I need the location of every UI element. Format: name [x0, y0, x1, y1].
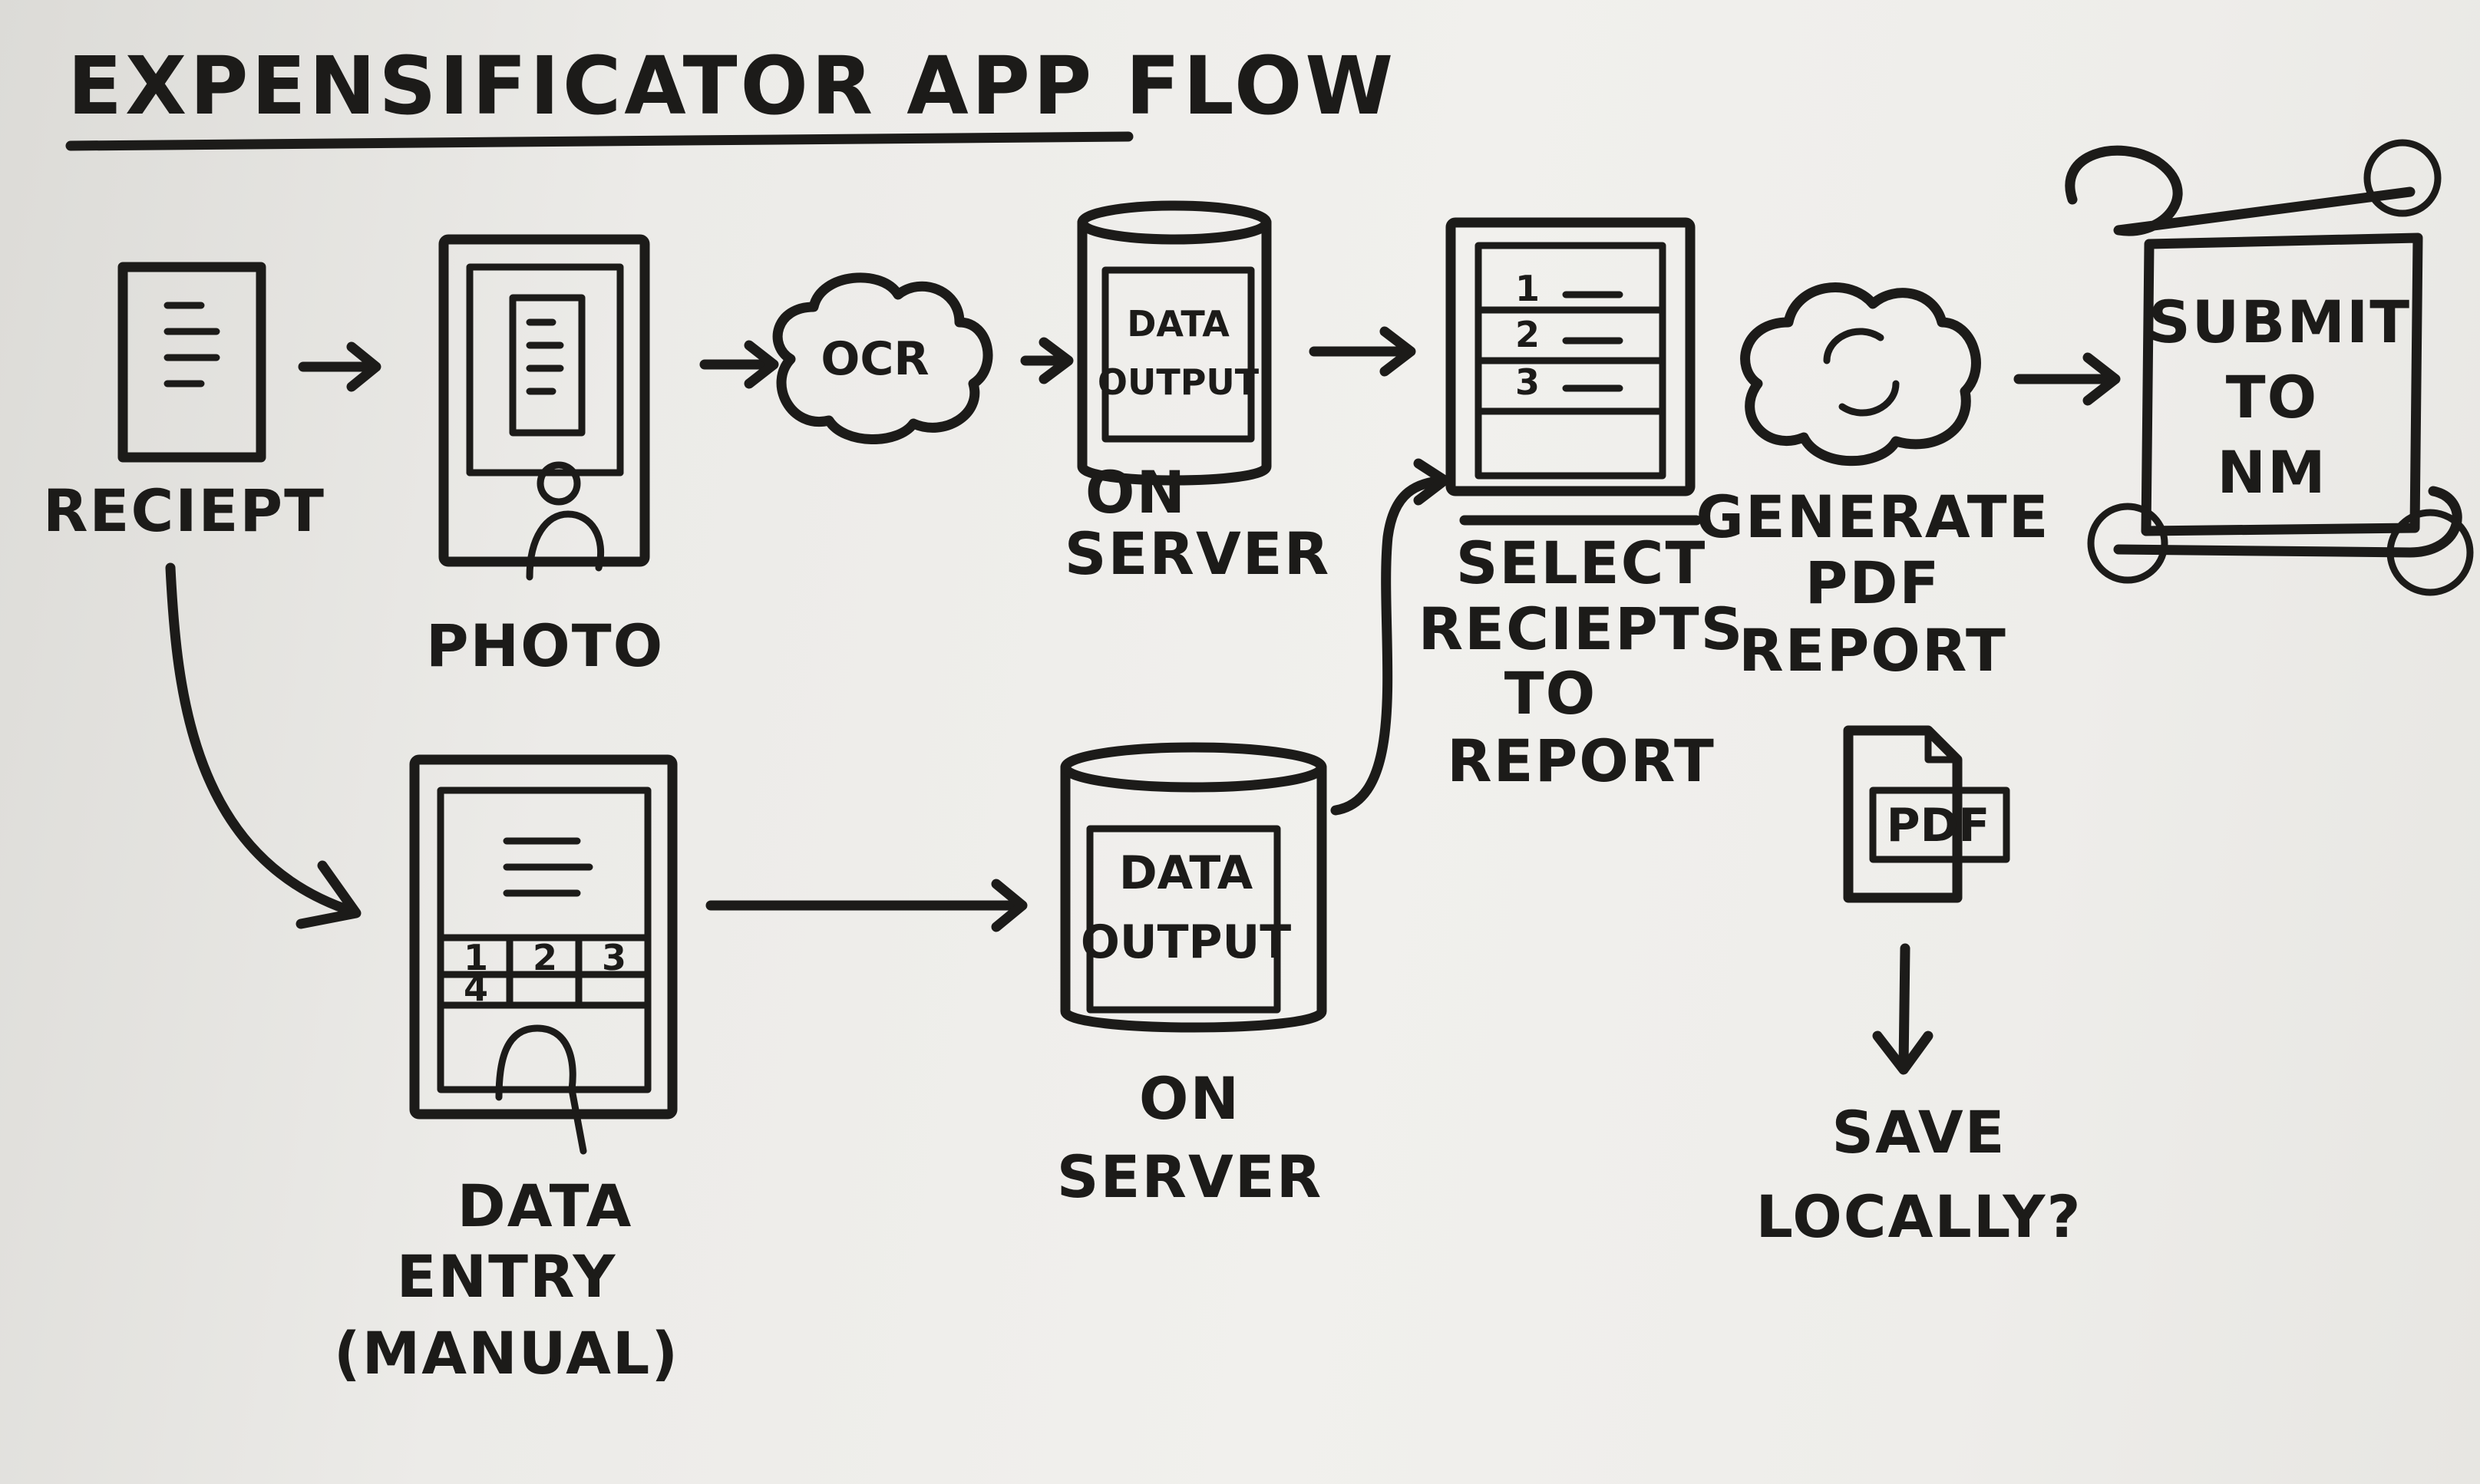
receipt-icon [117, 262, 266, 463]
select-label-line3: TO [1504, 659, 1597, 727]
save-label-line1: SAVE [1831, 1098, 2006, 1166]
server-bottom-label-line2: SERVER [1057, 1143, 1323, 1211]
receipt-label: RECIEPT [43, 477, 325, 545]
flow-arrows [165, 326, 2121, 1075]
diagram-title: EXPENSIFICATOR APP FLOW [65, 39, 1396, 151]
arrow-photo-to-ocr [699, 340, 779, 389]
generate-report-node: GENERATE PDF REPORT PDF [1696, 282, 2049, 903]
phone-camera-icon [438, 234, 650, 567]
server-top-screen-line1: DATA [1127, 303, 1230, 345]
scroll-icon [2065, 139, 2474, 596]
refresh-icon [1823, 328, 1900, 417]
receipt-node: RECIEPT [43, 262, 325, 545]
database-icon [1077, 200, 1272, 486]
title-underline [65, 131, 1134, 151]
generate-label-line2: PDF [1805, 549, 1941, 617]
arrow-data-entry-to-server [705, 879, 1028, 932]
phone-list-icon [1445, 217, 1702, 526]
submit-label-line3: NM [2217, 438, 2326, 506]
generate-label-line3: REPORT [1739, 616, 2007, 684]
save-label-line2: LOCALLY? [1755, 1182, 2082, 1251]
data-entry-label-line2: ENTRY [397, 1242, 617, 1311]
submit-label-line2: TO [2226, 363, 2318, 431]
ocr-label: OCR [821, 332, 929, 386]
arrow-ocr-to-server [1020, 337, 1074, 384]
submit-label-line1: SUBMIT [2148, 288, 2411, 356]
cloud-icon [1740, 282, 1981, 467]
select-label-line1: SELECT [1456, 529, 1707, 597]
pdf-doc-label: PDF [1887, 799, 1990, 852]
keypad-key-1: 1 [464, 937, 488, 978]
select-label-line4: REPORT [1447, 727, 1716, 795]
data-entry-node: 1 2 3 4 DATA ENTRY (MANUAL) [334, 754, 679, 1387]
select-receipts-node: 1 2 3 SELECT RECIEPTS TO REPORT [1418, 217, 1745, 795]
server-bottom-label-line1: ON [1139, 1064, 1240, 1133]
keypad-key-3: 3 [602, 937, 626, 978]
server-top-label-line1: ON [1085, 458, 1187, 526]
server-bottom-screen-line1: DATA [1119, 846, 1253, 900]
server-top-node: DATA OUTPUT ON SERVER [1065, 200, 1330, 588]
ocr-node: OCR [772, 272, 993, 444]
keypad-key-2: 2 [533, 937, 557, 978]
hand-icon [526, 461, 605, 581]
server-bottom-node: DATA OUTPUT ON SERVER [1057, 742, 1327, 1211]
submit-node: SUBMIT TO NM [2065, 139, 2474, 596]
save-locally-node: SAVE LOCALLY? [1755, 1098, 2082, 1251]
server-top-screen-line2: OUTPUT [1098, 361, 1260, 403]
phone-keypad-icon [409, 754, 678, 1120]
title-text: EXPENSIFICATOR APP FLOW [68, 39, 1396, 133]
keypad-key-4: 4 [464, 968, 488, 1009]
arrow-server-to-select [1309, 326, 1416, 377]
server-top-label-line2: SERVER [1065, 519, 1330, 588]
select-label-line2: RECIEPTS [1418, 595, 1745, 663]
data-entry-label-line3: (MANUAL) [334, 1319, 679, 1387]
arrow-generate-to-submit [2013, 352, 2121, 406]
arrow-generate-to-save [1872, 943, 1933, 1075]
arrow-server-bottom-to-select [1330, 458, 1450, 816]
select-item-1: 1 [1515, 268, 1540, 309]
photo-node: PHOTO [426, 234, 664, 680]
cloud-icon [772, 272, 993, 444]
arrow-receipt-to-data-entry [165, 562, 362, 929]
finger-icon [495, 1024, 587, 1155]
select-item-2: 2 [1515, 314, 1540, 355]
arrow-receipt-to-photo [298, 341, 381, 392]
photo-label: PHOTO [426, 612, 664, 680]
data-entry-label-line1: DATA [457, 1172, 633, 1240]
database-icon [1060, 742, 1327, 1033]
select-item-3: 3 [1515, 361, 1540, 403]
server-bottom-screen-line2: OUTPUT [1081, 915, 1291, 969]
pdf-document-icon [1843, 725, 2010, 903]
generate-label-line1: GENERATE [1696, 483, 2049, 551]
